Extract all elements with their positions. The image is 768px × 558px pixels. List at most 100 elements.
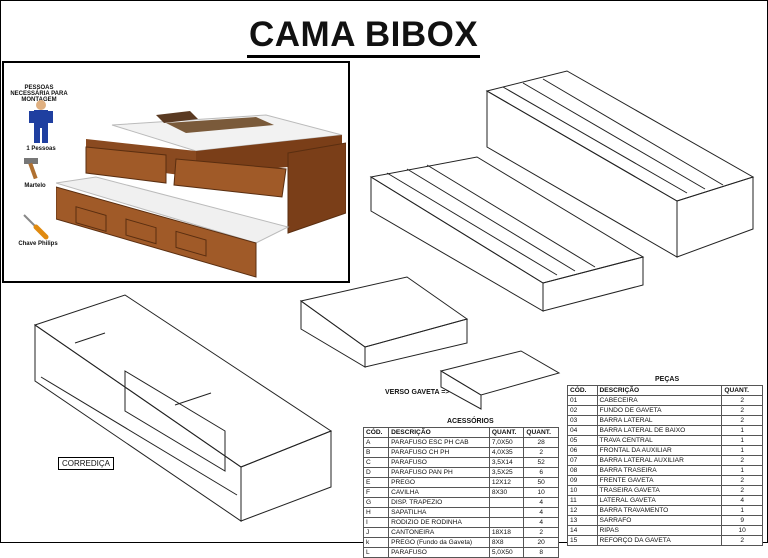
- accessory-row-cell: PARAFUSO PAN PH: [388, 467, 490, 478]
- part-row-cell: 03: [567, 415, 598, 426]
- part-row-cell: BARRA TRAVAMENTO: [596, 505, 723, 516]
- part-row-cell: REFORÇO DA GAVETA: [596, 535, 723, 546]
- accessory-row-cell: J: [362, 527, 390, 538]
- accessory-row-cell: [488, 497, 525, 508]
- accessories-caption: ACESSÓRIOS: [447, 418, 494, 425]
- drawer-back-label: VERSO GAVETA =>: [385, 389, 450, 396]
- accessory-row-cell: DISP. TRAPEZIO: [388, 497, 490, 508]
- page-title: CAMA BIBOX: [247, 15, 481, 58]
- part-row-cell: 2: [721, 415, 763, 426]
- accessories-col-code: CÓD.: [362, 427, 390, 438]
- parts-col-code: CÓD.: [567, 385, 598, 396]
- accessory-row-cell: PARAFUSO CH PH: [388, 447, 490, 458]
- accessories-col-description: DESCRIÇÃO: [388, 427, 490, 438]
- part-row-cell: SARRAFO: [596, 515, 723, 526]
- parts-header-row: CÓD. DESCRIÇÃO QUANT.: [567, 385, 763, 396]
- accessory-row-cell: 2: [523, 527, 559, 538]
- part-row-cell: FUNDO DE GAVETA: [596, 405, 723, 416]
- accessory-row-cell: A: [362, 437, 390, 448]
- accessory-row-cell: C: [362, 457, 390, 468]
- part-row-cell: FRENTE GAVETA: [596, 475, 723, 486]
- bed-exploded-diagram: [369, 70, 755, 312]
- accessory-row-cell: 4: [523, 517, 559, 528]
- accessories-header-row: CÓD. DESCRIÇÃO QUANT. QUANT.: [362, 427, 559, 438]
- accessory-row-cell: 4: [523, 507, 559, 518]
- accessory-row-cell: [488, 517, 525, 528]
- part-row-cell: TRASEIRA GAVETA: [596, 485, 723, 496]
- part-row-cell: 1: [721, 425, 763, 436]
- part-row-cell: BARRA LATERAL AUXILIAR: [596, 455, 723, 466]
- slide-rail-label: CORREDIÇA: [58, 457, 115, 470]
- accessory-row-cell: 52: [523, 457, 559, 468]
- bed-photo: [56, 111, 346, 278]
- drawer-diagram: [299, 276, 469, 368]
- part-row-cell: 05: [567, 435, 598, 446]
- accessory-row-cell: 8: [523, 547, 559, 558]
- accessory-row-cell: 28: [523, 437, 559, 448]
- accessories-col-size: QUANT.: [488, 427, 525, 438]
- part-row-cell: 10: [721, 525, 763, 536]
- part-row-cell: 2: [721, 395, 763, 406]
- accessory-row-cell: 18X18: [488, 527, 525, 538]
- part-row-cell: 2: [721, 535, 763, 546]
- part-row-cell: BARRA LATERAL: [596, 415, 723, 426]
- part-row-cell: 14: [567, 525, 598, 536]
- part-row-cell: 07: [567, 455, 598, 466]
- accessory-row-cell: PARAFUSO: [388, 457, 490, 468]
- part-row-cell: 9: [721, 515, 763, 526]
- part-row-cell: 2: [721, 485, 763, 496]
- accessory-row-cell: D: [362, 467, 390, 478]
- accessory-row-cell: H: [362, 507, 390, 518]
- accessory-row-cell: 4: [523, 497, 559, 508]
- accessory-row-cell: L: [362, 547, 390, 558]
- accessory-row-cell: 5,0X50: [488, 547, 525, 558]
- accessory-row-cell: CANTONEIRA: [388, 527, 490, 538]
- part-row-cell: CABECEIRA: [596, 395, 723, 406]
- accessory-row-cell: RODIZIO DE RODINHA: [388, 517, 490, 528]
- accessory-row-cell: 8X30: [488, 487, 525, 498]
- accessory-row-cell: 7,0X50: [488, 437, 525, 448]
- part-row-cell: 1: [721, 435, 763, 446]
- part-row-cell: 4: [721, 495, 763, 506]
- part-row-cell: 12: [567, 505, 598, 516]
- hammer-icon: [24, 158, 38, 179]
- accessory-row-cell: G: [362, 497, 390, 508]
- accessory-row-cell: 6: [523, 467, 559, 478]
- part-row-cell: 06: [567, 445, 598, 456]
- part-row-cell: LATERAL GAVETA: [596, 495, 723, 506]
- people-count-label: 1 Pessoas: [26, 146, 56, 152]
- people-required-label: PESSOAS NECESSÁRIA PARA MONTAGEM: [10, 85, 68, 103]
- part-row-cell: BARRA LATERAL DE BAIXO: [596, 425, 723, 436]
- part-row-cell: 2: [721, 475, 763, 486]
- frame-diagram: [33, 294, 333, 522]
- part-row-cell: 01: [567, 395, 598, 406]
- part-row-cell: 15: [567, 535, 598, 546]
- parts-caption: PEÇAS: [655, 376, 680, 383]
- accessory-row-cell: 2: [523, 447, 559, 458]
- part-row-cell: BARRA TRASEIRA: [596, 465, 723, 476]
- screwdriver-icon: [23, 214, 49, 240]
- part-row-cell: 13: [567, 515, 598, 526]
- accessory-row-cell: 12X12: [488, 477, 525, 488]
- part-row-cell: 1: [721, 505, 763, 516]
- part-row-cell: 09: [567, 475, 598, 486]
- drawer-back-diagram: [439, 350, 561, 410]
- accessory-row-cell: E: [362, 477, 390, 488]
- accessory-row-cell: CAVILHA: [388, 487, 490, 498]
